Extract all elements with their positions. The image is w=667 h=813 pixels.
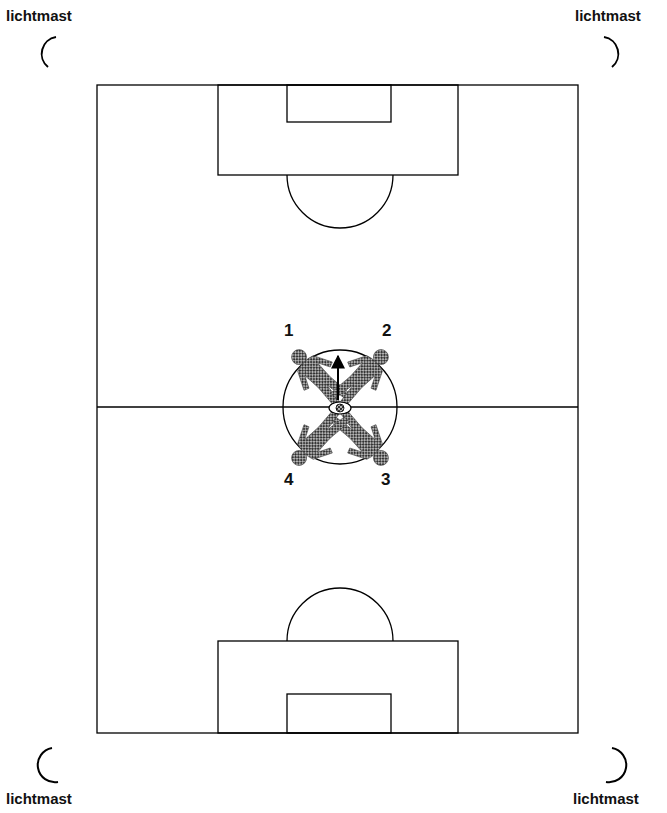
field-outline [97,85,578,733]
ball [336,404,344,412]
penalty-box [218,641,458,733]
player-head [288,447,309,468]
callout-number: 1 [284,322,293,339]
floodlight-arc [42,37,56,67]
floodlight-label: lichtmast [573,791,639,806]
callout-number: 2 [382,322,391,339]
player-figure [280,338,357,415]
player-figure [324,401,401,478]
floodlight-arc [604,37,618,67]
ball-spot [329,402,351,414]
penalty-arc [287,175,393,228]
floodlight-label: lichtmast [6,8,72,23]
callout-number: 3 [381,471,390,488]
penalty-arc [287,588,393,641]
floodlight-arc [38,748,58,782]
player-head [370,346,391,367]
callout-number: 4 [284,471,293,488]
goal-area [287,694,391,733]
player-head [370,447,391,468]
floodlight-label: lichtmast [575,8,641,23]
goal-area [287,85,391,122]
floodlight-label: lichtmast [6,791,72,806]
player-figure [324,338,401,415]
player-head [288,346,309,367]
penalty-box [218,85,458,175]
floodlight-arc [606,748,626,782]
direction-arrow [337,356,339,400]
player-figure [280,401,357,478]
